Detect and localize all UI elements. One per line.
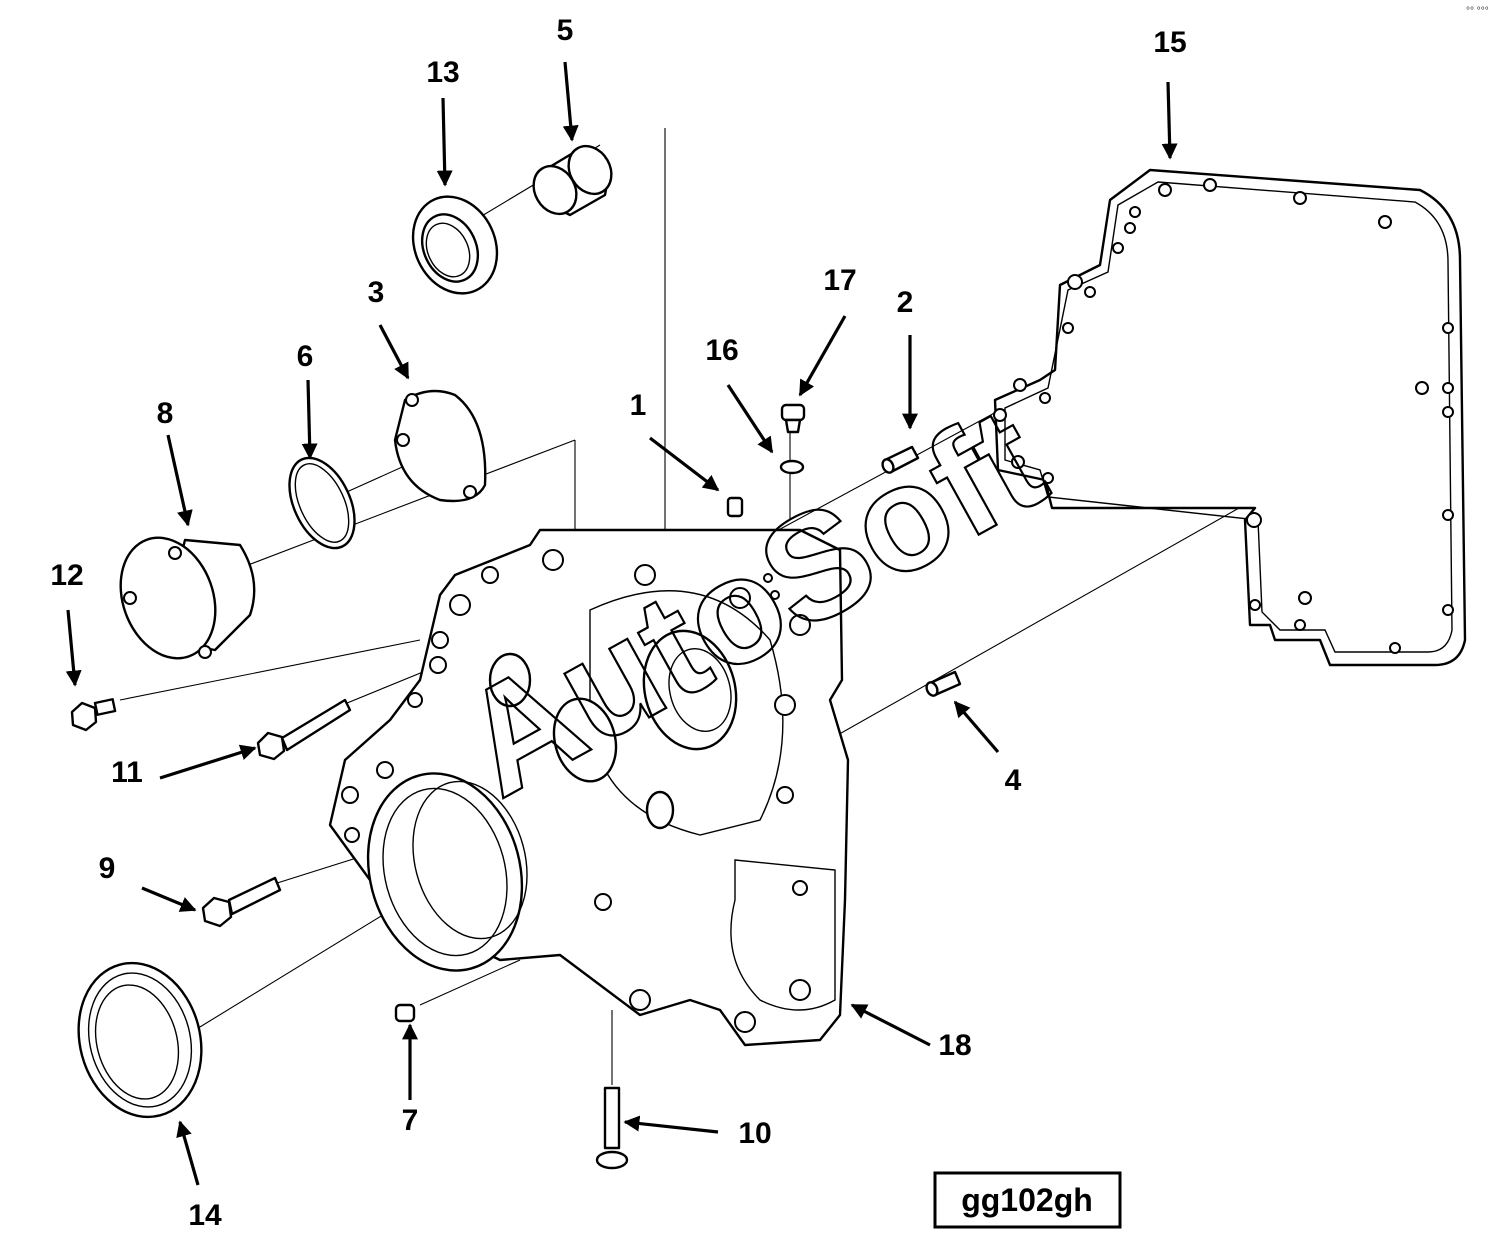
callout-6: 6 bbox=[297, 340, 314, 373]
reference-code: gg102gh bbox=[961, 1182, 1093, 1218]
callout-10: 10 bbox=[738, 1117, 771, 1150]
crankshaft-oil-seal bbox=[77, 961, 203, 1119]
flange-bolt-lower bbox=[201, 876, 282, 928]
callout-18: 18 bbox=[938, 1029, 971, 1062]
flange-bolt-upper bbox=[256, 698, 352, 761]
plug-bolt bbox=[70, 698, 117, 732]
callout-9: 9 bbox=[99, 852, 116, 885]
oil-seal-small bbox=[411, 195, 499, 295]
dowel-pin-lower bbox=[925, 670, 962, 697]
callout-1: 1 bbox=[630, 389, 647, 422]
callout-2: 2 bbox=[897, 286, 914, 319]
callout-5: 5 bbox=[557, 14, 574, 47]
callout-3: 3 bbox=[368, 276, 385, 309]
bolt-vertical bbox=[595, 1086, 629, 1170]
callout-labels: 1 2 3 4 5 6 7 8 9 10 11 12 13 14 15 16 1… bbox=[50, 14, 1186, 1232]
gasket bbox=[993, 168, 1467, 667]
callout-11: 11 bbox=[111, 756, 143, 789]
reference-code-box: gg102gh bbox=[933, 1171, 1122, 1229]
front-cover bbox=[328, 528, 850, 1047]
callout-15: 15 bbox=[1153, 26, 1186, 59]
callout-8: 8 bbox=[157, 397, 174, 430]
callout-13: 13 bbox=[426, 56, 459, 89]
callout-arrows bbox=[65, 61, 1178, 1186]
dowel-pin-upper bbox=[881, 445, 920, 474]
flange-gasket bbox=[393, 389, 487, 503]
screw-plug bbox=[780, 403, 806, 434]
corner-mark: °° °°° bbox=[1466, 6, 1489, 17]
plug-lower bbox=[394, 1003, 416, 1023]
sealing-washer bbox=[779, 459, 805, 475]
callout-17: 17 bbox=[823, 264, 856, 297]
callout-12: 12 bbox=[50, 559, 83, 592]
o-ring bbox=[288, 456, 356, 550]
callout-7: 7 bbox=[402, 1104, 419, 1137]
housing-cover bbox=[119, 536, 256, 660]
bushing bbox=[532, 144, 613, 217]
callout-4: 4 bbox=[1005, 764, 1022, 797]
callout-16: 16 bbox=[705, 334, 738, 367]
callout-14: 14 bbox=[188, 1199, 222, 1232]
plug-small bbox=[726, 496, 744, 518]
